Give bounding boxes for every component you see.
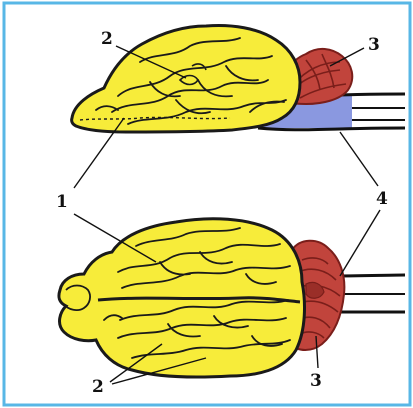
label-2-bottom: 2 [92, 377, 104, 397]
label-4: 4 [376, 189, 388, 209]
label-3-top: 3 [368, 35, 380, 55]
label-1: 1 [56, 192, 68, 212]
label-3-bottom: 3 [310, 371, 322, 391]
label-2-top: 2 [101, 29, 113, 49]
